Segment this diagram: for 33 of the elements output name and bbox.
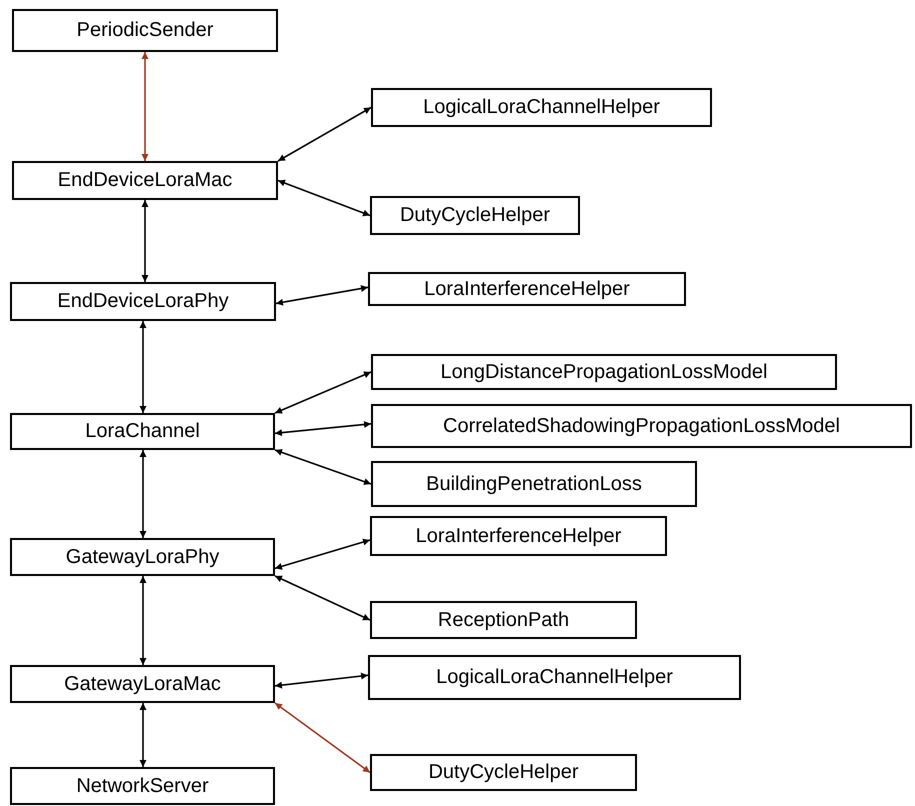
double-arrow (274, 575, 370, 621)
class-box: GatewayLoraPhy (10, 538, 275, 576)
class-box: LogicalLoraChannelHelper (368, 655, 741, 700)
class-box: CorrelatedShadowingPropagationLossModel (371, 404, 912, 448)
double-arrow (274, 371, 372, 414)
double-arrow (276, 285, 368, 306)
double-arrow (140, 321, 146, 413)
double-arrow (142, 52, 148, 161)
class-box: GatewayLoraMac (10, 665, 275, 703)
class-box: DutyCycleHelper (370, 754, 637, 791)
double-arrow (278, 106, 372, 162)
double-arrow (140, 576, 146, 665)
class-box: LongDistancePropagationLossModel (371, 354, 837, 390)
class-box: EndDeviceLoraMac (12, 161, 278, 200)
class-box: DutyCycleHelper (370, 196, 580, 235)
double-arrow (140, 450, 146, 538)
double-arrow (274, 538, 370, 570)
double-arrow (274, 702, 370, 774)
class-box: EndDeviceLoraPhy (10, 282, 276, 321)
class-box: BuildingPenetrationLoss (371, 461, 697, 507)
class-box: PeriodicSender (12, 9, 278, 52)
double-arrow (278, 180, 370, 216)
double-arrow (142, 200, 148, 282)
double-arrow (274, 672, 368, 689)
class-box: LoraInterferenceHelper (370, 516, 667, 556)
class-box: LoraInterferenceHelper (368, 272, 686, 306)
class-box: ReceptionPath (370, 601, 637, 639)
double-arrow (274, 421, 372, 436)
class-box: NetworkServer (10, 767, 275, 805)
double-arrow (140, 703, 146, 767)
class-box: LoraChannel (10, 413, 275, 450)
double-arrow (274, 449, 372, 485)
class-box: LogicalLoraChannelHelper (371, 88, 712, 127)
